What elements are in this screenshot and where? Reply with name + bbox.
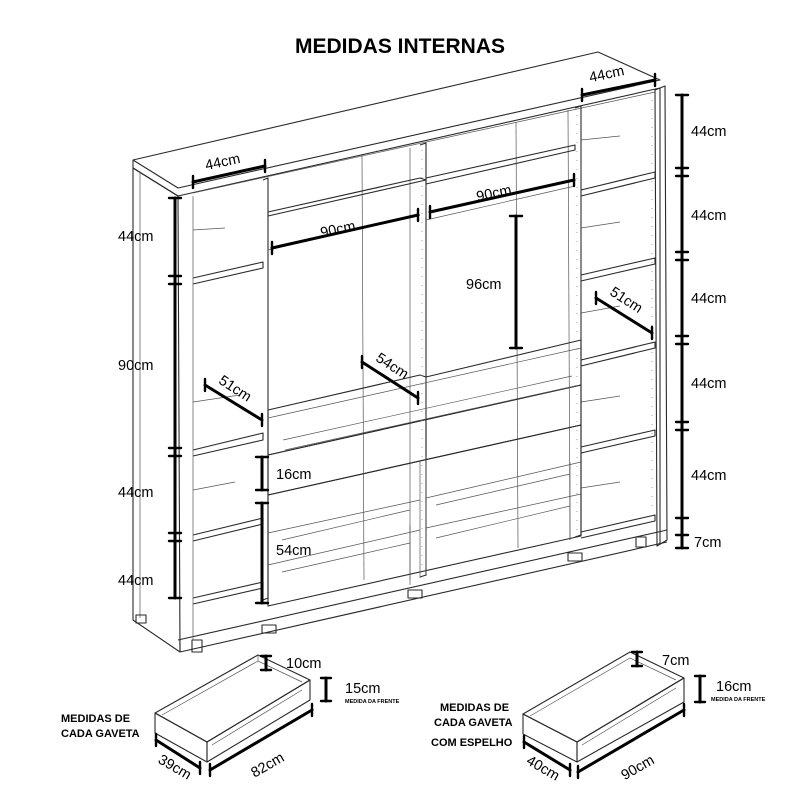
drawer-plain-depth: 39cm bbox=[155, 752, 194, 784]
label-right-height-2: 44cm bbox=[691, 208, 726, 224]
label-right-height-5: 44cm bbox=[691, 468, 726, 484]
drawer-mirror-front-height: 16cm bbox=[716, 679, 751, 695]
label-right-shelf-depth: 51cm bbox=[607, 284, 645, 317]
drawer-plain-labels: MEDIDAS DE CADA GAVETA 10cm 15cm MEDIDA … bbox=[61, 656, 400, 783]
drawer-mirror-caption-line-1: MEDIDAS DE bbox=[440, 702, 509, 714]
label-top-right-depth: 44cm bbox=[588, 63, 626, 86]
label-right-height-6: 7cm bbox=[694, 535, 721, 551]
label-right-height-3: 44cm bbox=[691, 291, 726, 307]
label-right-height-1: 44cm bbox=[691, 124, 726, 140]
drawer-plain-width: 82cm bbox=[249, 750, 288, 782]
drawer-mirror-width: 90cm bbox=[619, 752, 658, 784]
drawer-mirror-labels: MEDIDAS DE CADA GAVETA COM ESPELHO 7cm 1… bbox=[431, 653, 766, 784]
label-left-height-2: 90cm bbox=[118, 358, 153, 374]
drawer-mirror-inner-height: 7cm bbox=[662, 653, 689, 669]
drawer-plain-caption-line-2: CADA GAVETA bbox=[61, 728, 140, 740]
wardrobe-drawing bbox=[132, 51, 668, 653]
label-left-height-4: 44cm bbox=[118, 573, 153, 589]
label-left-upper-width: 90cm bbox=[319, 218, 357, 241]
drawer-mirror-front-note: MEDIDA DA FRENTE bbox=[711, 697, 766, 703]
label-center-shelf-depth: 54cm bbox=[373, 350, 411, 383]
label-left-height-3: 44cm bbox=[118, 485, 153, 501]
label-left-height-1: 44cm bbox=[118, 229, 153, 245]
drawer-plain-inner-height: 10cm bbox=[286, 656, 321, 672]
drawer-mirror-depth: 40cm bbox=[523, 753, 562, 785]
label-drawer-height-small: 16cm bbox=[276, 467, 311, 483]
drawer-mirror-caption-line-2: CADA GAVETA bbox=[434, 717, 513, 729]
label-right-upper-width: 90cm bbox=[475, 182, 513, 205]
measurement-lines bbox=[167, 72, 690, 605]
drawer-plain-caption-line-1: MEDIDAS DE bbox=[61, 713, 130, 725]
label-left-shelf-depth: 51cm bbox=[216, 373, 254, 406]
drawer-mirror-caption-line-3: COM ESPELHO bbox=[431, 737, 513, 749]
drawer-plain-drawing bbox=[154, 654, 311, 763]
drawer-mirror-dims bbox=[522, 650, 707, 780]
label-top-left-depth: 44cm bbox=[204, 151, 242, 174]
drawer-plain-front-height: 15cm bbox=[345, 681, 380, 697]
drawer-plain-front-note: MEDIDA DA FRENTE bbox=[345, 699, 400, 705]
label-drawer-height-large: 54cm bbox=[276, 543, 311, 559]
drawer-plain-dims bbox=[154, 654, 333, 778]
label-right-height-4: 44cm bbox=[691, 376, 726, 392]
drawer-mirror-drawing bbox=[522, 651, 685, 763]
label-right-niche-height: 96cm bbox=[466, 277, 501, 293]
page-title: MEDIDAS INTERNAS bbox=[295, 35, 505, 58]
